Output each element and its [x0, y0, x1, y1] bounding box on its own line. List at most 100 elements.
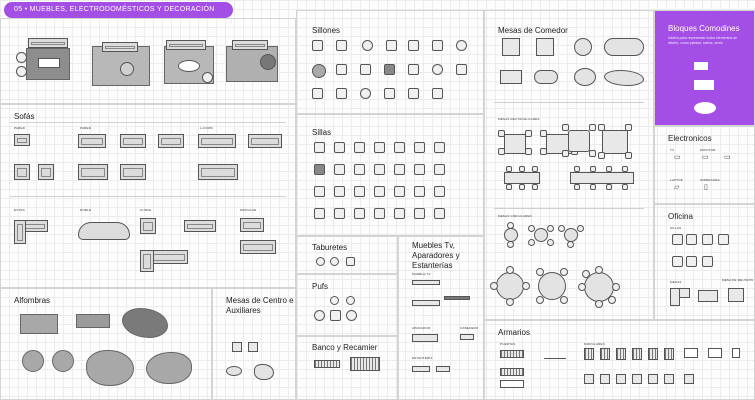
chair[interactable] [394, 164, 405, 175]
chair[interactable] [394, 208, 405, 219]
chair[interactable] [334, 142, 345, 153]
sofa-block[interactable] [120, 164, 146, 180]
armchair[interactable] [432, 88, 443, 99]
sofa-modular[interactable] [140, 250, 154, 272]
round-set[interactable] [528, 222, 554, 248]
sofa-block[interactable] [158, 134, 184, 148]
chair[interactable] [334, 186, 345, 197]
office-chair[interactable] [686, 234, 697, 245]
wardrobe-module[interactable] [600, 374, 610, 384]
rug-runner[interactable] [76, 314, 110, 328]
dining-table[interactable] [502, 38, 520, 56]
sofa-modular[interactable] [184, 220, 216, 232]
wildcard-rect[interactable] [694, 80, 714, 90]
monitor-icon[interactable]: ▭ [702, 154, 709, 161]
wardrobe-module[interactable] [616, 374, 626, 384]
armchair[interactable] [408, 88, 419, 99]
shelf[interactable] [412, 366, 430, 372]
rug-organic[interactable] [86, 350, 134, 386]
office-chair[interactable] [672, 256, 683, 267]
chair[interactable] [314, 164, 325, 175]
armchair[interactable] [312, 40, 323, 51]
wardrobe-module[interactable] [664, 374, 674, 384]
laptop-icon[interactable]: ▱ [674, 184, 680, 191]
meeting-table[interactable] [728, 288, 744, 302]
round-set[interactable] [498, 222, 524, 248]
chair[interactable] [374, 208, 385, 219]
armchair[interactable] [456, 40, 467, 51]
round-set-large[interactable] [532, 266, 572, 306]
sofa-block[interactable] [78, 164, 108, 180]
dining-set-xlong[interactable] [566, 166, 638, 190]
chair[interactable] [394, 186, 405, 197]
pouf[interactable] [314, 310, 325, 321]
armchair[interactable] [336, 88, 347, 99]
chair[interactable] [414, 142, 425, 153]
wardrobe-module[interactable] [616, 348, 626, 360]
dining-set-small[interactable] [498, 128, 532, 162]
pouf[interactable] [330, 296, 339, 305]
coffee-table[interactable] [232, 342, 242, 352]
office-chair[interactable] [672, 234, 683, 245]
armchair[interactable] [360, 88, 371, 99]
sofa-block[interactable] [198, 134, 236, 148]
dining-table[interactable] [574, 38, 592, 56]
side-table[interactable] [226, 366, 242, 376]
wardrobe[interactable] [500, 380, 524, 388]
armchair[interactable] [336, 64, 347, 75]
armchair[interactable] [386, 40, 397, 51]
chair[interactable] [354, 208, 365, 219]
armchair[interactable] [384, 88, 395, 99]
armchair[interactable] [408, 40, 419, 51]
sideboard[interactable] [460, 334, 474, 340]
dining-table[interactable] [500, 70, 522, 84]
stool[interactable] [346, 257, 355, 266]
living-layout-3[interactable] [162, 40, 218, 86]
chair[interactable] [374, 142, 385, 153]
chair[interactable] [314, 186, 325, 197]
chair[interactable] [434, 164, 445, 175]
chair[interactable] [434, 142, 445, 153]
dining-set-round[interactable] [562, 124, 596, 160]
office-desk[interactable] [670, 288, 680, 306]
armchair[interactable] [336, 40, 347, 51]
wardrobe-module[interactable] [708, 348, 722, 358]
bench[interactable] [314, 360, 340, 368]
chair[interactable] [334, 208, 345, 219]
wardrobe-module[interactable] [600, 348, 610, 360]
sofa-curved[interactable] [78, 222, 130, 240]
office-chair[interactable] [702, 256, 713, 267]
wardrobe-module[interactable] [684, 374, 694, 384]
chair[interactable] [394, 142, 405, 153]
round-set-large[interactable] [578, 266, 620, 308]
chair[interactable] [334, 164, 345, 175]
armchair[interactable] [432, 40, 443, 51]
rug-rect[interactable] [20, 314, 58, 334]
chair[interactable] [314, 142, 325, 153]
sofa-block[interactable] [248, 134, 282, 148]
wardrobe-door[interactable] [544, 350, 566, 359]
wardrobe-module[interactable] [632, 374, 642, 384]
sofa-block[interactable] [14, 164, 30, 180]
chair[interactable] [434, 208, 445, 219]
laptop-icon[interactable]: ▭ [724, 154, 731, 161]
rug-hide[interactable] [122, 308, 168, 338]
rug-organic[interactable] [146, 352, 192, 384]
side-table[interactable] [254, 364, 274, 380]
wardrobe-module[interactable] [648, 374, 658, 384]
chair[interactable] [414, 164, 425, 175]
wardrobe[interactable] [500, 350, 524, 358]
wardrobe-module[interactable] [732, 348, 740, 358]
printer-icon[interactable]: ▯ [704, 184, 708, 191]
dining-table[interactable] [574, 68, 596, 86]
office-desk[interactable] [698, 290, 718, 302]
wardrobe-module[interactable] [584, 348, 594, 360]
chair[interactable] [354, 186, 365, 197]
armchair[interactable] [456, 64, 467, 75]
living-layout-1[interactable] [14, 38, 80, 84]
chair[interactable] [374, 164, 385, 175]
wardrobe-module[interactable] [584, 374, 594, 384]
dining-table[interactable] [536, 38, 554, 56]
chair[interactable] [354, 142, 365, 153]
sofa-modular[interactable] [240, 240, 276, 254]
